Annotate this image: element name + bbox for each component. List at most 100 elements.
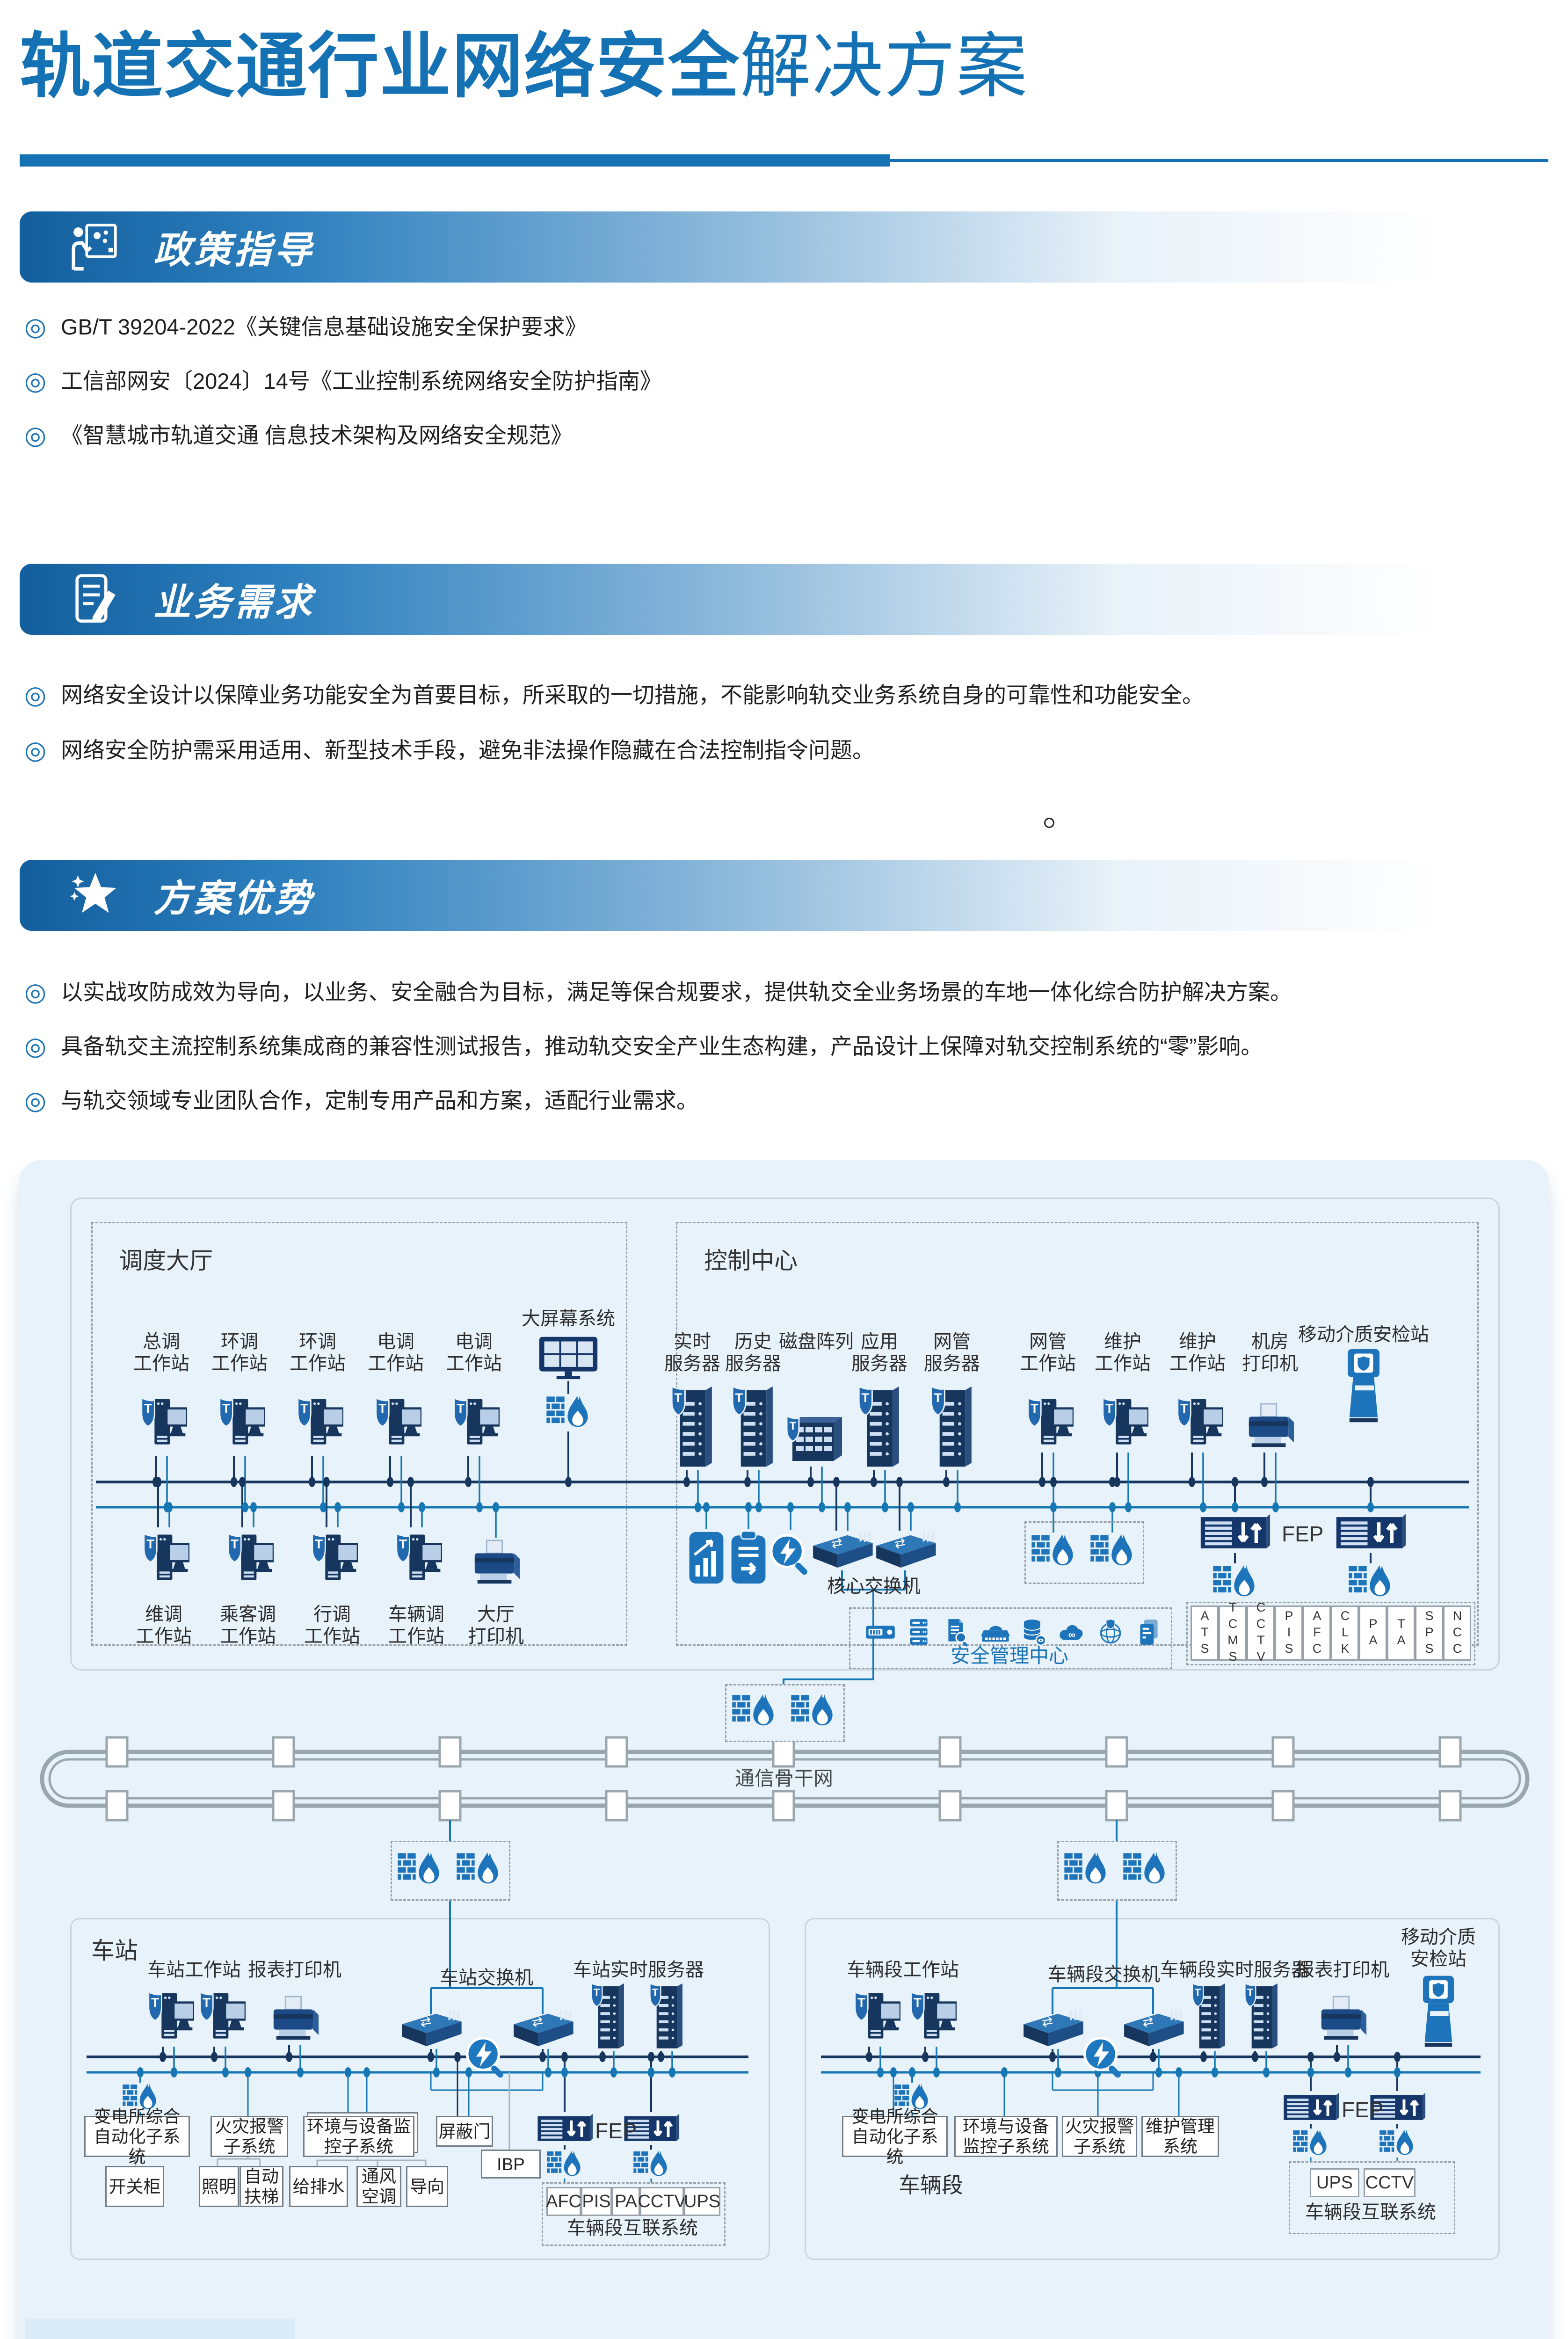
svg-text:T: T: [203, 1995, 211, 2010]
bullet-row: ◎ 以实战攻防成效为导向，以业务、安全融合为目标，满足等保合规要求，提供轨交全业…: [24, 978, 1549, 1007]
depot-network-lines: [821, 1918, 1481, 2161]
control-center-box: [676, 1222, 1479, 1646]
firewall-icon: [545, 1394, 592, 1431]
workstation-label: 维护 工作站: [1169, 1331, 1226, 1374]
security-mgmt-center-box: [849, 1607, 1172, 1669]
workstation-label: 环调 工作站: [290, 1331, 346, 1374]
firewall-icon: [1122, 1851, 1169, 1888]
bullet-text: 网络安全防护需采用适用、新型技术手段，避免非法操作隐藏在合法控制指令问题。: [61, 738, 874, 763]
env-subsystem-box: 环境与设备 监控子系统: [954, 2116, 1058, 2157]
printer-label: 机房 打印机: [1242, 1331, 1298, 1374]
system-box-tcms: TCMS: [1219, 1600, 1247, 1666]
workstation-icon: T: [214, 1392, 265, 1453]
server-icon: T: [727, 1384, 779, 1470]
system-box-pa: PA: [1359, 1605, 1387, 1661]
escalator-box: 自动 扶梯: [240, 2166, 283, 2207]
workstation-label: 维护 工作站: [1095, 1331, 1151, 1374]
station-server-label: 车站实时服务器: [573, 1960, 704, 1980]
svg-text:∞: ∞: [1068, 1629, 1075, 1641]
workstation-label: 乘客调 工作站: [220, 1604, 276, 1647]
threat-sphere-icon: [1095, 1618, 1126, 1647]
firewall-icon: [1089, 1533, 1136, 1570]
svg-text:⇄: ⇄: [1041, 2013, 1054, 2030]
firewall-icon: [1287, 2128, 1334, 2158]
workstation-icon: T: [194, 1986, 246, 2047]
guide-box: 导向: [406, 2166, 448, 2207]
firewall-icon: [1030, 1533, 1077, 1570]
svg-text:T: T: [594, 1987, 600, 1998]
server-icon: T: [926, 1384, 978, 1470]
water-box: 给排水: [289, 2166, 348, 2207]
station-title: 车站: [91, 1938, 138, 1964]
bullet-icon: ◎: [24, 978, 47, 1006]
station-switch-icon: ⇄: [508, 2009, 578, 2049]
firewall-icon: [790, 1693, 836, 1730]
depot-interconnect-label: 车辆段互联系统: [1305, 2202, 1436, 2223]
bus-nodes: [152, 1477, 1374, 1487]
svg-text:T: T: [457, 1401, 465, 1416]
workstation-icon: T: [391, 1527, 442, 1588]
system-box-ta: TA: [1387, 1605, 1415, 1661]
backbone-network: [40, 1668, 1530, 1923]
svg-text:T: T: [146, 1537, 154, 1551]
workstation-icon: T: [448, 1392, 500, 1453]
bus-nodes: [164, 1502, 1374, 1512]
depot-printer-label: 报表打印机: [1296, 1960, 1389, 1980]
title-rule-thick: [20, 154, 890, 167]
firewall-icon: [889, 2083, 936, 2113]
svg-text:T: T: [735, 1390, 743, 1405]
env-subsystem-box: 环境与设备监 控子系统: [303, 2116, 414, 2157]
section-bar-advantage: 方案优势: [20, 860, 1548, 931]
firewall-icon: [628, 2150, 675, 2179]
firewall-icon: [117, 2083, 164, 2113]
station-interconnect-label: 车辆段互联系统: [567, 2218, 698, 2238]
firewall-icon: [731, 1693, 777, 1730]
section-title: 政策指导: [153, 229, 314, 271]
vuln-scanner-icon: [980, 1618, 1011, 1647]
station-box: [70, 1918, 770, 2260]
fep-device-icon: [622, 2112, 681, 2145]
station-switch-icon: ⇄: [396, 2009, 466, 2049]
workstation-label: 总调 工作站: [133, 1331, 189, 1374]
cctv-box: CCTV: [638, 2187, 686, 2216]
workstation-icon: T: [292, 1392, 343, 1453]
firewall-icon: [1212, 1563, 1258, 1601]
backup-icon: [1133, 1618, 1164, 1647]
depot-switch-icon: ⇄: [1118, 2009, 1188, 2049]
svg-text:T: T: [857, 1995, 865, 2010]
lighting-box: 照明: [199, 2166, 239, 2207]
document-pen-icon: [68, 573, 121, 625]
workstation-label: 维调 工作站: [136, 1604, 192, 1647]
core-switch-icon: ⇄: [807, 1531, 877, 1570]
fire-alarm-subsystem-box: 火灾报警 子系统: [211, 2116, 288, 2157]
depot-switch-icon: ⇄: [1017, 2009, 1088, 2049]
workstation-icon: T: [1097, 1392, 1148, 1453]
product-list-side-panel: [25, 2319, 295, 2339]
system-box-pis: PIS: [1275, 1605, 1303, 1661]
switchgear-box: 开关柜: [105, 2166, 164, 2207]
bullet-text: 网络安全设计以保障业务功能安全为首要目标，所采取的一切措施，不能影响轨交业务系统…: [61, 683, 1204, 707]
workstation-icon: T: [370, 1392, 421, 1453]
pa-box: PA: [612, 2187, 640, 2216]
big-screen-icon: [536, 1333, 601, 1381]
station-workstation-label: 车站工作站: [147, 1960, 241, 1980]
svg-text:T: T: [231, 1537, 239, 1551]
disk-array-icon: T: [786, 1409, 847, 1466]
svg-text:T: T: [315, 1537, 323, 1551]
ibp-box: IBP: [481, 2150, 541, 2179]
svg-text:⇄: ⇄: [419, 2013, 433, 2030]
bullet-text: 与轨交领域专业团队合作，定制专用产品和方案，适配行业需求。: [61, 1088, 698, 1113]
svg-text:T: T: [151, 1995, 159, 2010]
depot-interconnect-box: [1289, 2161, 1455, 2234]
page-title-bold: 轨道交通行业网络安全: [20, 27, 740, 106]
control-level-container: [70, 1198, 1500, 1671]
dispatch-hall-box: [91, 1222, 627, 1646]
svg-text:T: T: [1195, 1987, 1201, 1998]
workstation-label: 网管 工作站: [1020, 1331, 1076, 1374]
page-title-light: 解决方案: [740, 27, 1028, 106]
section-bar-policy: 政策指导: [20, 211, 1548, 283]
svg-text:T: T: [674, 1390, 682, 1405]
bullet-row: ◎ 具备轨交主流控制系统集成商的兼容性测试报告，推动轨交安全产业生态构建，产品设…: [24, 1032, 1549, 1061]
bullet-text: GB/T 39204-2022《关键信息基础设施安全保护要求》: [61, 314, 587, 339]
svg-text:T: T: [1180, 1401, 1188, 1416]
